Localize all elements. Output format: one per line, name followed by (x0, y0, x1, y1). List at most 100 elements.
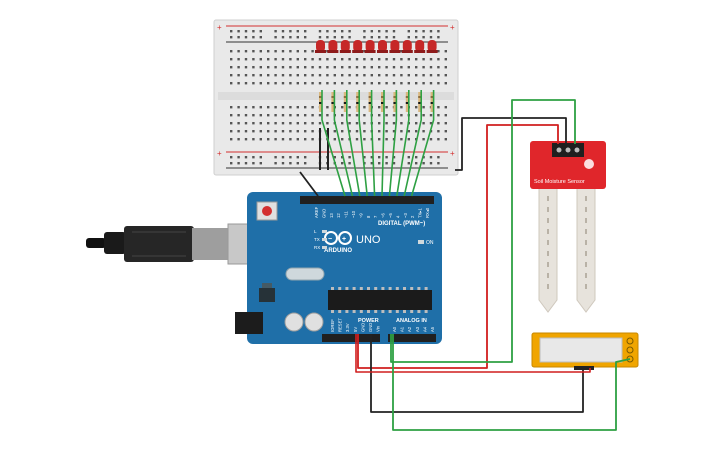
bb-hole[interactable] (304, 122, 307, 125)
bb-rail-hole[interactable] (407, 36, 410, 39)
bb-hole[interactable] (289, 106, 292, 109)
bb-hole[interactable] (252, 66, 255, 69)
bb-hole[interactable] (348, 82, 351, 85)
bb-hole[interactable] (363, 66, 366, 69)
bb-hole[interactable] (385, 130, 388, 133)
bb-hole[interactable] (237, 138, 240, 141)
power-jack[interactable] (235, 312, 263, 334)
bb-hole[interactable] (267, 114, 270, 117)
bb-hole[interactable] (400, 106, 403, 109)
bb-hole[interactable] (392, 114, 396, 117)
bb-hole[interactable] (267, 106, 270, 109)
bb-rail-hole[interactable] (304, 162, 307, 165)
bb-hole[interactable] (289, 82, 292, 85)
bb-hole[interactable] (311, 74, 314, 77)
bb-hole[interactable] (385, 58, 388, 61)
bb-hole[interactable] (252, 50, 255, 53)
bb-hole[interactable] (259, 122, 262, 125)
bb-hole[interactable] (385, 74, 388, 77)
soil-moisture-sensor[interactable]: Soil Moisture Sensor (530, 141, 606, 313)
bb-rail-hole[interactable] (230, 156, 233, 159)
bb-hole[interactable] (304, 66, 307, 69)
bb-hole[interactable] (274, 130, 277, 133)
bb-rail-hole[interactable] (422, 162, 425, 165)
bb-hole[interactable] (333, 58, 336, 61)
bb-hole[interactable] (437, 74, 440, 77)
bb-hole[interactable] (304, 50, 307, 53)
bb-hole[interactable] (296, 50, 299, 53)
bb-hole[interactable] (237, 122, 240, 125)
bb-hole[interactable] (437, 138, 440, 141)
bb-hole[interactable] (244, 122, 248, 125)
bb-rail-hole[interactable] (244, 162, 248, 165)
bb-hole[interactable] (281, 114, 285, 117)
bb-rail-hole[interactable] (348, 156, 351, 159)
bb-hole[interactable] (444, 50, 447, 53)
bb-rail-hole[interactable] (407, 156, 410, 159)
bb-hole[interactable] (341, 122, 344, 125)
bb-hole[interactable] (296, 122, 299, 125)
bb-rail-hole[interactable] (437, 30, 440, 33)
bb-hole[interactable] (318, 58, 322, 61)
bb-hole[interactable] (333, 74, 336, 77)
bb-rail-hole[interactable] (296, 30, 299, 33)
bb-rail-hole[interactable] (378, 162, 381, 165)
bb-hole[interactable] (341, 130, 344, 133)
bb-rail-hole[interactable] (370, 156, 373, 159)
bb-hole[interactable] (363, 122, 366, 125)
bb-rail-hole[interactable] (341, 30, 344, 33)
bb-hole[interactable] (296, 66, 299, 69)
bb-hole[interactable] (311, 122, 314, 125)
bb-rail-hole[interactable] (281, 30, 285, 33)
bb-rail-hole[interactable] (318, 36, 322, 39)
bb-rail-hole[interactable] (415, 162, 418, 165)
bb-hole[interactable] (244, 130, 248, 133)
bb-hole[interactable] (230, 58, 233, 61)
bb-hole[interactable] (437, 66, 440, 69)
bb-rail-hole[interactable] (281, 36, 285, 39)
bb-rail-hole[interactable] (392, 36, 396, 39)
bb-hole[interactable] (304, 114, 307, 117)
bb-hole[interactable] (237, 50, 240, 53)
bb-hole[interactable] (333, 138, 336, 141)
bb-hole[interactable] (348, 122, 351, 125)
bb-hole[interactable] (333, 66, 336, 69)
bb-hole[interactable] (400, 122, 403, 125)
bb-rail-hole[interactable] (230, 30, 233, 33)
bb-hole[interactable] (370, 58, 373, 61)
bb-hole[interactable] (415, 122, 418, 125)
bb-hole[interactable] (348, 106, 351, 109)
bb-hole[interactable] (355, 138, 359, 141)
bb-rail-hole[interactable] (370, 36, 373, 39)
bb-hole[interactable] (341, 114, 344, 117)
bb-hole[interactable] (311, 106, 314, 109)
bb-hole[interactable] (378, 66, 381, 69)
bb-hole[interactable] (355, 58, 359, 61)
bb-hole[interactable] (311, 50, 314, 53)
bb-hole[interactable] (230, 130, 233, 133)
bb-hole[interactable] (392, 74, 396, 77)
bb-hole[interactable] (363, 106, 366, 109)
bb-rail-hole[interactable] (230, 162, 233, 165)
bb-hole[interactable] (437, 106, 440, 109)
bb-rail-hole[interactable] (437, 36, 440, 39)
bb-hole[interactable] (348, 130, 351, 133)
bb-rail-hole[interactable] (341, 36, 344, 39)
bb-hole[interactable] (259, 130, 262, 133)
bb-rail-hole[interactable] (281, 162, 285, 165)
bb-hole[interactable] (281, 82, 285, 85)
bb-rail-hole[interactable] (274, 162, 277, 165)
bb-rail-hole[interactable] (244, 36, 248, 39)
bb-hole[interactable] (230, 82, 233, 85)
bb-hole[interactable] (281, 130, 285, 133)
bb-hole[interactable] (348, 74, 351, 77)
bb-hole[interactable] (341, 106, 344, 109)
bb-rail-hole[interactable] (259, 30, 262, 33)
bb-hole[interactable] (252, 106, 255, 109)
bb-hole[interactable] (267, 58, 270, 61)
bb-hole[interactable] (311, 114, 314, 117)
bb-hole[interactable] (230, 122, 233, 125)
bb-hole[interactable] (237, 58, 240, 61)
usb-cable[interactable] (86, 223, 257, 265)
bb-hole[interactable] (252, 138, 255, 141)
